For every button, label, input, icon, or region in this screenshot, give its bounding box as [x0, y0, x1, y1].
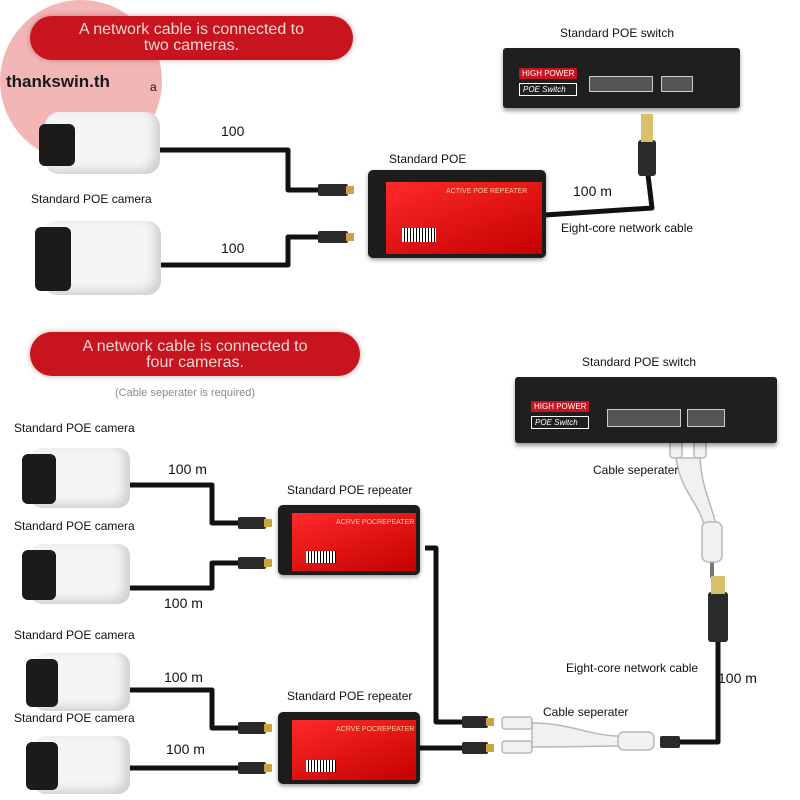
top-camera-label-partial: a: [150, 80, 157, 94]
bottom-repeater-barcode-2: [306, 760, 336, 772]
top-camera-2: [33, 215, 163, 300]
bottom-repeater-label-1: Standard POE repeater: [287, 483, 413, 497]
top-cable-label: Eight-core network cable: [561, 221, 694, 235]
top-banner-line-1: A network cable is connected to: [78, 21, 305, 38]
bottom-separator-label-top: Cable seperater: [593, 463, 679, 477]
top-switch-sub: POE Switch: [519, 83, 578, 96]
bottom-camera-4: [26, 730, 132, 798]
bottom-dist-3: 100 m: [164, 669, 203, 685]
top-switch-brand: HIGH POWER: [519, 68, 578, 79]
bottom-poe-switch: HIGH POWER POE Switch: [515, 377, 777, 443]
bottom-camera-1: [22, 442, 132, 514]
bottom-dist-trunk: 100 m: [718, 670, 757, 686]
bottom-switch-sub: POE Switch: [531, 416, 590, 429]
bottom-repeater-label-2: Standard POE repeater: [287, 689, 413, 703]
bottom-camera-label-4: Standard POE camera: [14, 711, 135, 725]
top-repeater-title: ACTIVE POE REPEATER: [446, 188, 528, 195]
bottom-camera-3: [26, 647, 132, 717]
top-camera-1: [35, 106, 160, 178]
watermark-text: thankswin.th: [6, 72, 110, 91]
top-banner: A network cable is connected to two came…: [30, 16, 353, 60]
bottom-camera-label-2: Standard POE camera: [14, 519, 135, 533]
bottom-switch-ports: [607, 409, 681, 427]
top-poe-repeater: ACTIVE POE REPEATER: [368, 170, 546, 258]
top-camera-label-2: Standard POE camera: [31, 192, 152, 206]
bottom-banner-line-2: four cameras.: [146, 354, 244, 371]
top-switch-ports: [589, 76, 653, 92]
bottom-repeater-title-1: ACRVE POCREPEATER: [336, 519, 415, 526]
bottom-dist-4: 100 m: [166, 741, 205, 757]
bottom-poe-repeater-2: ACRVE POCREPEATER: [278, 712, 420, 784]
bottom-camera-2: [22, 538, 132, 610]
top-switch-uplink-ports: [661, 76, 693, 92]
bottom-switch-brand: HIGH POWER: [531, 401, 590, 412]
top-switch-label: Standard POE switch: [560, 26, 675, 40]
bottom-separator-label-bottom: Cable seperater: [543, 705, 629, 719]
top-repeater-barcode: [402, 228, 436, 242]
bottom-switch-uplink-ports: [687, 409, 725, 427]
top-banner-line-2: two cameras.: [143, 37, 240, 54]
bottom-cable-label: Eight-core network cable: [566, 661, 699, 675]
bottom-repeater-barcode-1: [306, 551, 336, 563]
top-dist-upper: 100: [221, 123, 245, 139]
top-poe-switch: HIGH POWER POE Switch: [503, 48, 740, 108]
bottom-camera-label-1: Standard POE camera: [14, 421, 135, 435]
bottom-banner: A network cable is connected to four cam…: [30, 332, 360, 376]
bottom-poe-repeater-1: ACRVE POCREPEATER: [278, 505, 420, 575]
top-dist-trunk: 100 m: [573, 183, 612, 199]
bottom-dist-1: 100 m: [168, 461, 207, 477]
bottom-repeater-title-2: ACRVE POCREPEATER: [336, 726, 415, 733]
bottom-camera-label-3: Standard POE camera: [14, 628, 135, 642]
top-repeater-label: Standard POE: [389, 152, 467, 166]
bottom-banner-line-1: A network cable is connected to: [82, 338, 308, 355]
top-dist-lower: 100: [221, 240, 245, 256]
bottom-dist-2: 100 m: [164, 595, 203, 611]
bottom-switch-label: Standard POE switch: [582, 355, 697, 369]
bottom-note: (Cable seperater is required): [115, 387, 256, 399]
